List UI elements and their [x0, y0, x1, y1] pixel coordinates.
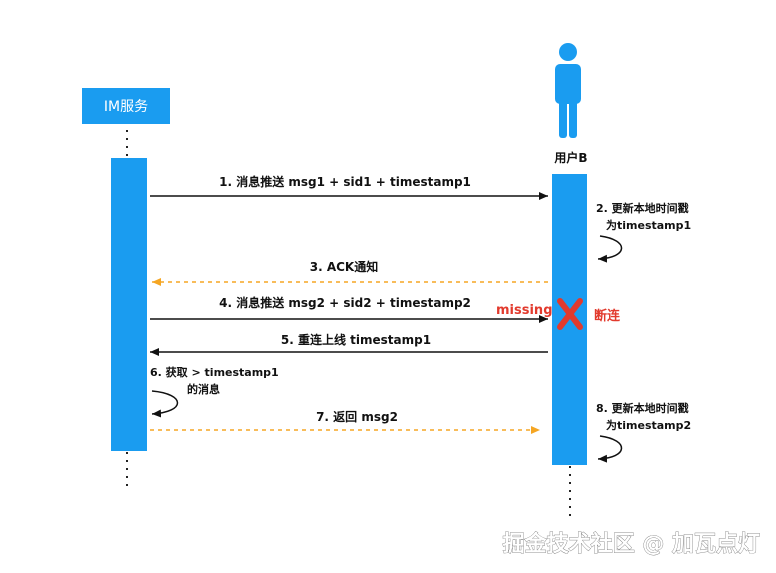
disconnect-label: 断连 — [594, 308, 621, 324]
server-activation-bar — [111, 158, 147, 451]
note-6-line1: 6. 获取 > timestamp1 — [150, 365, 279, 379]
watermark-text: 掘金技术社区 @ 加瓦点灯 — [503, 531, 760, 557]
note-8-line1: 8. 更新本地时间戳 — [596, 401, 689, 415]
note-8-self-arrow — [597, 435, 623, 463]
note-2-line1: 2. 更新本地时间戳 — [596, 201, 689, 215]
message-3-label: 3. ACK通知 — [310, 259, 378, 274]
disconnect-x-icon — [557, 298, 583, 330]
note-6-line2: 的消息 — [187, 382, 220, 396]
server-header-box — [82, 88, 170, 124]
note-2-line2: 为timestamp1 — [606, 218, 691, 232]
user-header-label: 用户B — [553, 150, 587, 165]
note-8-line2: 为timestamp2 — [606, 418, 691, 432]
server-header-label: IM服务 — [104, 99, 148, 115]
server-participant: IM服务 — [82, 88, 170, 124]
user-actor-icon — [555, 43, 581, 138]
message-7-label: 7. 返回 msg2 — [316, 409, 398, 424]
note-2-self-arrow — [597, 235, 623, 263]
message-1-label: 1. 消息推送 msg1 + sid1 + timestamp1 — [219, 174, 471, 189]
message-4-label: 4. 消息推送 msg2 + sid2 + timestamp2 — [219, 295, 471, 310]
message-5-label: 5. 重连上线 timestamp1 — [281, 332, 431, 347]
note-6-self-arrow — [151, 390, 179, 418]
missing-label: missing — [496, 303, 553, 318]
